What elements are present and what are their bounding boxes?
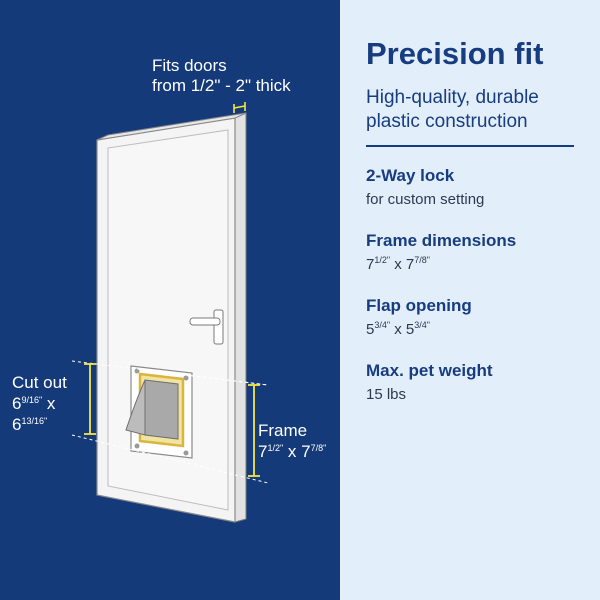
cutout-times: x bbox=[46, 394, 56, 413]
cutout-width-fraction: 9/16" bbox=[21, 395, 43, 405]
frame-label: Frame 71/2" x 77/8" bbox=[258, 420, 326, 462]
spec-frame-dimensions: Frame dimensions 71/2" x 77/8" bbox=[366, 230, 600, 275]
spec-value-fraction: 1/2" bbox=[374, 255, 391, 265]
spec-max-weight: Max. pet weight 15 lbs bbox=[366, 360, 600, 405]
door-thickness-line2: from 1/2" - 2" thick bbox=[152, 76, 291, 95]
frame-times: x bbox=[287, 442, 297, 461]
measure-guides bbox=[71, 360, 269, 484]
spec-value-fraction: 7/8" bbox=[414, 255, 430, 265]
frame-height-fraction: 7/8" bbox=[310, 443, 327, 453]
door-thickness-line1: Fits doors bbox=[152, 56, 227, 75]
spec-flap-opening: Flap opening 53/4" x 53/4" bbox=[366, 295, 600, 340]
frame-width-fraction: 1/2" bbox=[267, 443, 284, 453]
spec-title: Max. pet weight bbox=[366, 361, 493, 380]
door-thickness-label: Fits doors from 1/2" - 2" thick bbox=[152, 56, 291, 96]
cutout-height: 613/16" bbox=[12, 414, 67, 435]
spec-value: for custom setting bbox=[366, 191, 485, 208]
cutout-width: 69/16" x bbox=[12, 393, 67, 414]
cutout-width-whole: 6 bbox=[12, 394, 22, 413]
spec-value-fraction: 3/4" bbox=[374, 320, 391, 330]
door-diagram bbox=[71, 102, 269, 523]
diagram-panel: Fits doors from 1/2" - 2" thick Cut out … bbox=[0, 0, 340, 600]
spec-title: Frame dimensions bbox=[366, 231, 517, 250]
frame-dimensions: 71/2" x 77/8" bbox=[258, 441, 326, 462]
spec-value-times: x bbox=[394, 321, 402, 338]
spec-value-times: x bbox=[394, 256, 402, 273]
spec-value-fraction: 3/4" bbox=[414, 320, 430, 330]
pet-door bbox=[125, 365, 193, 459]
spec-value: 53/4" x 53/4" bbox=[366, 320, 600, 340]
spec-lock: 2-Way lock for custom setting bbox=[366, 165, 600, 210]
cutout-title: Cut out bbox=[12, 373, 67, 392]
spec-value: 71/2" x 77/8" bbox=[366, 255, 600, 275]
spec-value-whole: 7 bbox=[405, 256, 415, 273]
cutout-label: Cut out 69/16" x 613/16" bbox=[12, 372, 67, 435]
spec-value-whole: 7 bbox=[366, 256, 375, 273]
frame-height-whole: 7 bbox=[301, 442, 311, 461]
cutout-height-whole: 6 bbox=[12, 415, 22, 434]
spec-title: Flap opening bbox=[366, 296, 472, 315]
page-subtitle: High-quality, durable plastic constructi… bbox=[366, 87, 539, 132]
spec-value: 15 lbs bbox=[366, 386, 407, 403]
cutout-measure-icon bbox=[84, 363, 96, 435]
door-top bbox=[96, 112, 247, 141]
thickness-marker-icon bbox=[233, 102, 246, 113]
door-edge bbox=[234, 112, 247, 523]
frame-title: Frame bbox=[258, 421, 308, 440]
specs-panel: Precision fit High-quality, durable plas… bbox=[340, 0, 600, 600]
divider bbox=[366, 145, 574, 147]
cutout-height-fraction: 13/16" bbox=[21, 416, 48, 426]
frame-width-whole: 7 bbox=[258, 442, 268, 461]
spec-value-whole: 5 bbox=[405, 321, 415, 338]
door-handle bbox=[189, 309, 224, 345]
page-title: Precision fit bbox=[366, 36, 544, 71]
spec-value-whole: 5 bbox=[366, 321, 375, 338]
spec-title: 2-Way lock bbox=[366, 166, 455, 185]
frame-measure-icon bbox=[248, 384, 260, 477]
